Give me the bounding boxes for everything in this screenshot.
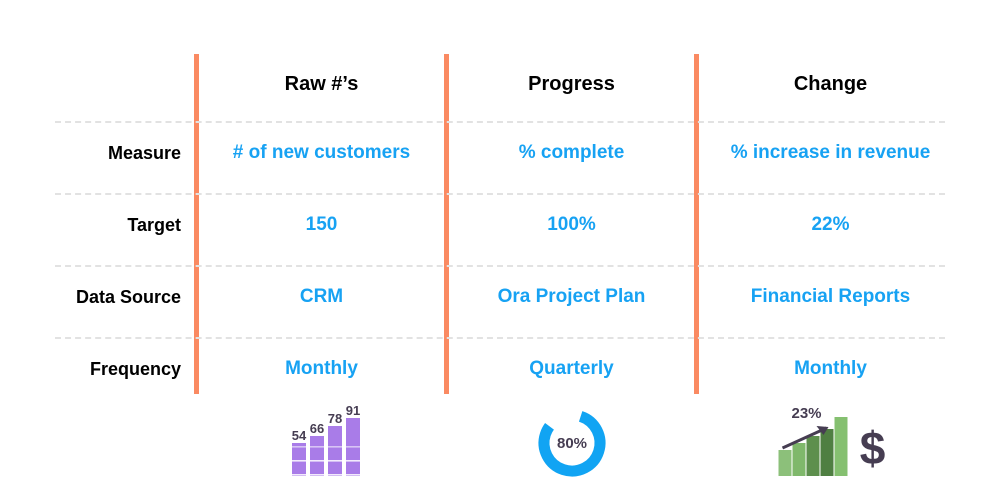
donut-center-label: 80% [556,435,586,452]
progress-icon-cell: 80% [449,398,694,484]
growth-percent-label: 23% [791,405,821,422]
table-cell-measure-progress: % complete [518,142,625,163]
table-cell-measure-raw: # of new customers [232,142,411,163]
table-cell-frequency-raw: Monthly [285,358,358,379]
bar-chart-icon-inner: 54 66 78 91 [272,398,372,489]
table-cell-datasource-progress: Ora Project Plan [497,286,646,307]
row-separator-4 [55,337,945,339]
dollar-sign-icon: $ [859,422,885,474]
column-divider-1 [194,54,199,394]
table-cell-frequency-progress: Quarterly [529,358,614,379]
row-label-data-source: Data Source [75,287,181,307]
column-header-raw-numbers: Raw #’s [284,73,359,95]
bar-value-label-4: 91 [345,403,359,418]
donut-progress-icon-inner: 80% [529,398,615,489]
bar-chart-icon: 54 66 78 91 [291,403,360,476]
column-divider-3 [694,54,699,394]
table-cell-target-progress: 100% [547,214,596,235]
row-label-target: Target [127,215,181,235]
column-header-progress: Progress [528,73,615,95]
growth-chart-dollar-icon-inner: 23% $ [768,398,893,489]
table-cell-datasource-change: Financial Reports [750,286,911,307]
bar-value-label-3: 78 [327,411,341,426]
row-label-frequency: Frequency [89,359,181,379]
row-label-measure: Measure [107,143,181,163]
table-cell-target-raw: 150 [305,214,338,235]
change-icon-cell: 23% $ [699,398,962,484]
growth-chart-dollar-icon: 23% $ [778,405,885,476]
bar-value-label-1: 54 [291,428,306,443]
table-cell-measure-change: % increase in revenue [730,142,931,163]
table-cell-target-change: 22% [811,214,850,235]
raw-numbers-icon-cell: 54 66 78 91 [199,398,444,484]
column-header-change: Change [793,73,868,95]
donut-progress-icon: 80% [538,409,605,477]
table-cell-datasource-raw: CRM [299,286,344,307]
table-cell-frequency-change: Monthly [794,358,867,379]
row-separator-2 [55,193,945,195]
row-separator-3 [55,265,945,267]
row-separator-1 [55,121,945,123]
bar-value-label-2: 66 [309,421,323,436]
column-divider-2 [444,54,449,394]
